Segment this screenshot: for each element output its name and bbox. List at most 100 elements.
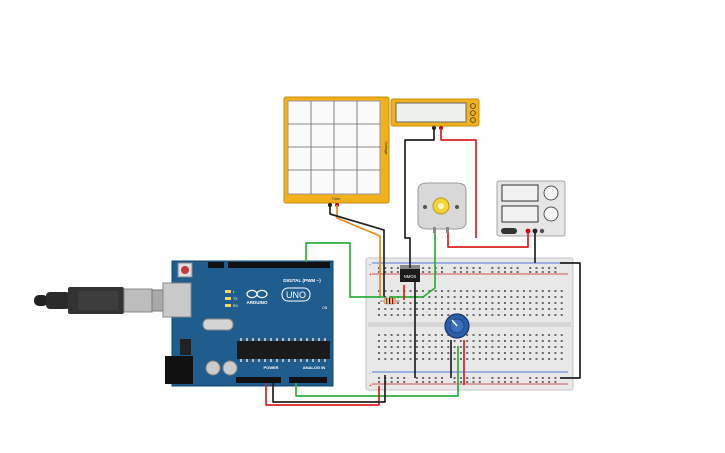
breadboard-hole[interactable] — [548, 358, 551, 360]
breadboard-rail-hole[interactable] — [378, 267, 380, 269]
breadboard-hole[interactable] — [516, 346, 519, 348]
breadboard-hole[interactable] — [478, 334, 481, 336]
breadboard-hole[interactable] — [422, 346, 425, 348]
breadboard-rail-hole[interactable] — [541, 271, 544, 273]
breadboard-rail-hole[interactable] — [529, 377, 532, 379]
breadboard-hole[interactable] — [522, 302, 525, 304]
breadboard-hole[interactable] — [384, 308, 387, 310]
wire-red-arduino-5v[interactable] — [265, 383, 380, 406]
breadboard-hole[interactable] — [541, 358, 544, 360]
breadboard-rail-hole[interactable] — [466, 381, 469, 383]
breadboard-rail-hole[interactable] — [497, 271, 500, 273]
breadboard-rail-hole[interactable] — [497, 381, 500, 383]
breadboard-hole[interactable] — [485, 340, 488, 342]
breadboard-hole[interactable] — [516, 314, 519, 316]
breadboard-hole[interactable] — [384, 334, 387, 336]
arduino-uno[interactable]: DIGITAL (PWM ~) L TX RX ARDUINO UNO ON P… — [162, 260, 334, 387]
breadboard-hole[interactable] — [441, 314, 443, 316]
breadboard-rail-hole[interactable] — [390, 377, 393, 379]
breadboard-hole[interactable] — [428, 358, 431, 360]
breadboard-rail-hole[interactable] — [403, 377, 406, 379]
breadboard-hole[interactable] — [434, 346, 437, 348]
breadboard-hole[interactable] — [560, 340, 563, 342]
breadboard-rail-hole[interactable] — [466, 267, 469, 269]
breadboard-rail-hole[interactable] — [428, 271, 431, 273]
breadboard-hole[interactable] — [384, 346, 387, 348]
breadboard-hole[interactable] — [415, 346, 418, 348]
breadboard-hole[interactable] — [504, 358, 506, 360]
breadboard-rail-hole[interactable] — [434, 377, 437, 379]
breadboard-hole[interactable] — [491, 308, 494, 310]
breadboard-hole[interactable] — [560, 290, 563, 292]
breadboard-hole[interactable] — [548, 352, 551, 354]
breadboard-hole[interactable] — [535, 314, 538, 316]
breadboard-hole[interactable] — [466, 352, 469, 354]
breadboard-rail-hole[interactable] — [422, 271, 425, 273]
breadboard-hole[interactable] — [409, 346, 412, 348]
breadboard-rail-hole[interactable] — [441, 381, 443, 383]
breadboard-rail-hole[interactable] — [384, 271, 387, 273]
breadboard-hole[interactable] — [378, 352, 380, 354]
breadboard-hole[interactable] — [485, 302, 488, 304]
breadboard-hole[interactable] — [390, 340, 393, 342]
breadboard-hole[interactable] — [535, 346, 538, 348]
breadboard-rail-hole[interactable] — [434, 381, 437, 383]
breadboard-hole[interactable] — [478, 340, 481, 342]
breadboard-rail-hole[interactable] — [548, 267, 551, 269]
breadboard-hole[interactable] — [485, 296, 488, 298]
breadboard-hole[interactable] — [472, 352, 475, 354]
breadboard-hole[interactable] — [497, 334, 500, 336]
breadboard-hole[interactable] — [497, 302, 500, 304]
breadboard-hole[interactable] — [384, 352, 387, 354]
breadboard-hole[interactable] — [390, 352, 393, 354]
breadboard-hole[interactable] — [541, 340, 544, 342]
multimeter[interactable] — [390, 98, 480, 130]
breadboard-hole[interactable] — [548, 334, 551, 336]
breadboard-hole[interactable] — [535, 334, 538, 336]
breadboard-hole[interactable] — [491, 296, 494, 298]
breadboard-hole[interactable] — [396, 340, 399, 342]
breadboard-rail-hole[interactable] — [422, 267, 425, 269]
breadboard-hole[interactable] — [554, 302, 557, 304]
breadboard-hole[interactable] — [459, 308, 462, 310]
breadboard-rail-hole[interactable] — [390, 381, 393, 383]
breadboard-hole[interactable] — [535, 352, 538, 354]
breadboard-hole[interactable] — [447, 314, 450, 316]
breadboard-hole[interactable] — [535, 290, 538, 292]
breadboard-hole[interactable] — [516, 340, 519, 342]
usb-cable[interactable] — [34, 287, 175, 314]
breadboard-hole[interactable] — [504, 340, 506, 342]
breadboard-hole[interactable] — [548, 302, 551, 304]
breadboard-hole[interactable] — [529, 302, 532, 304]
breadboard-hole[interactable] — [504, 302, 506, 304]
breadboard-hole[interactable] — [453, 358, 456, 360]
breadboard-rail-hole[interactable] — [378, 381, 380, 383]
breadboard-hole[interactable] — [497, 340, 500, 342]
breadboard-hole[interactable] — [472, 358, 475, 360]
breadboard-rail-hole[interactable] — [403, 381, 406, 383]
breadboard-hole[interactable] — [491, 334, 494, 336]
breadboard-hole[interactable] — [497, 290, 500, 292]
breadboard-hole[interactable] — [529, 290, 532, 292]
breadboard-rail-hole[interactable] — [415, 381, 418, 383]
breadboard-hole[interactable] — [434, 302, 437, 304]
oscilloscope[interactable]: Voltage Time — [283, 96, 390, 207]
breadboard-hole[interactable] — [510, 314, 513, 316]
breadboard-hole[interactable] — [384, 340, 387, 342]
breadboard-hole[interactable] — [504, 334, 506, 336]
breadboard-hole[interactable] — [548, 314, 551, 316]
breadboard-hole[interactable] — [510, 290, 513, 292]
breadboard-hole[interactable] — [396, 346, 399, 348]
breadboard-hole[interactable] — [491, 358, 494, 360]
breadboard-holes[interactable] — [378, 267, 563, 383]
breadboard-hole[interactable] — [453, 290, 456, 292]
breadboard-hole[interactable] — [409, 358, 412, 360]
breadboard-rail-hole[interactable] — [541, 381, 544, 383]
breadboard-hole[interactable] — [409, 340, 412, 342]
breadboard-hole[interactable] — [491, 352, 494, 354]
breadboard-hole[interactable] — [522, 346, 525, 348]
breadboard-rail-hole[interactable] — [472, 381, 475, 383]
breadboard-rail-hole[interactable] — [428, 381, 431, 383]
breadboard-hole[interactable] — [422, 352, 425, 354]
